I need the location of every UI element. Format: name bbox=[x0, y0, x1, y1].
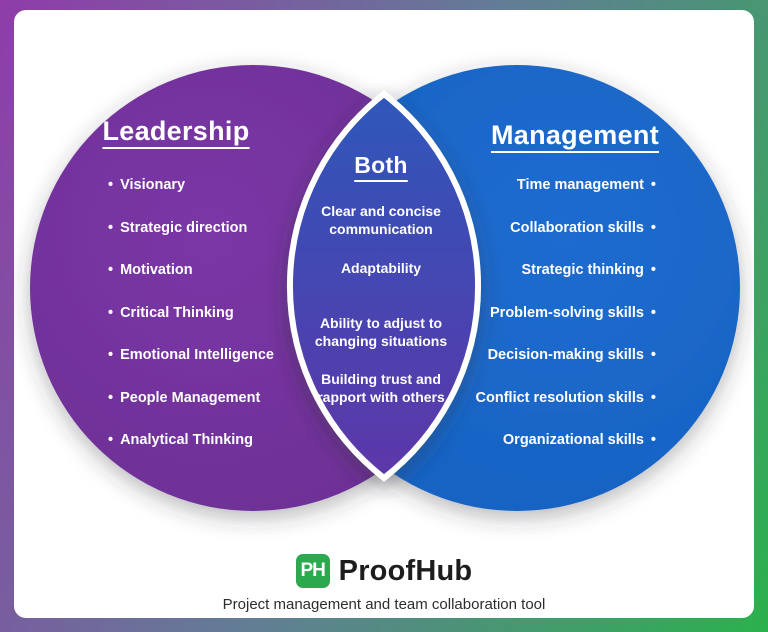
bullet-icon: • bbox=[650, 389, 656, 406]
list-item-label: People Management bbox=[120, 389, 261, 406]
venn-diagram bbox=[30, 65, 740, 511]
list-item: Time management • bbox=[476, 176, 656, 219]
bullet-icon: • bbox=[650, 432, 656, 448]
proofhub-logo-icon: PH bbox=[295, 554, 330, 588]
list-item: • Emotional Intelligence bbox=[108, 346, 274, 389]
bullet-icon: • bbox=[108, 389, 114, 406]
bullet-icon: • bbox=[650, 347, 656, 363]
footer: PH ProofHub Project management and team … bbox=[14, 554, 754, 613]
list-item: Decision-making skills • bbox=[476, 346, 656, 389]
list-item-label: Conflict resolution skills bbox=[475, 389, 644, 406]
bullet-icon: • bbox=[108, 432, 114, 448]
list-item-label: Problem-solving skills bbox=[490, 304, 644, 321]
bullet-icon: • bbox=[650, 262, 656, 278]
list-item-label: Strategic direction bbox=[120, 219, 248, 236]
management-list: Time management • Collaboration skills • S… bbox=[476, 176, 656, 474]
list-item-label: Strategic thinking bbox=[521, 262, 644, 278]
list-item-label: Organizational skills bbox=[502, 432, 644, 448]
list-item-label: Motivation bbox=[120, 262, 193, 278]
both-item: Building trust and rapport with others bbox=[317, 371, 445, 405]
bullet-icon: • bbox=[650, 177, 656, 193]
list-item-label: Emotional Intelligence bbox=[120, 347, 274, 363]
list-item: • Critical Thinking bbox=[108, 304, 274, 347]
brand-name: ProofHub bbox=[338, 554, 473, 587]
bullet-icon: • bbox=[108, 177, 114, 193]
bullet-icon: • bbox=[108, 219, 114, 236]
logo-letters: PH bbox=[300, 560, 325, 581]
list-item: Organizational skills • bbox=[476, 431, 656, 474]
leadership-heading: Leadership bbox=[102, 116, 250, 146]
tagline: Project management and team collaboratio… bbox=[222, 596, 546, 613]
bullet-icon: • bbox=[650, 304, 656, 321]
both-heading: Both bbox=[354, 152, 408, 178]
both-item: Clear and concise communication bbox=[321, 203, 441, 237]
list-item: • Motivation bbox=[108, 261, 274, 304]
list-item: • People Management bbox=[108, 389, 274, 432]
list-item-label: Visionary bbox=[120, 177, 186, 193]
list-item-label: Time management bbox=[516, 177, 644, 193]
brand-row: PH ProofHub bbox=[14, 554, 754, 588]
list-item-label: Analytical Thinking bbox=[120, 432, 254, 448]
bullet-icon: • bbox=[108, 347, 114, 363]
bullet-icon: • bbox=[108, 262, 114, 278]
content-card: Leadership Management Both •Visionary •S… bbox=[14, 10, 754, 618]
list-item: Problem-solving skills • bbox=[476, 304, 656, 347]
list-item: Collaboration skills • bbox=[476, 219, 656, 262]
list-item: Strategic thinking • bbox=[476, 261, 656, 304]
management-heading: Management bbox=[490, 120, 660, 150]
bullet-icon: • bbox=[650, 219, 656, 236]
both-lens bbox=[287, 90, 481, 482]
both-item: Ability to adjust to changing situations bbox=[314, 315, 448, 349]
list-item-label: Collaboration skills bbox=[510, 219, 644, 236]
leadership-list: • Visionary • Strategic direction • Motivat… bbox=[108, 176, 274, 474]
both-item: Adaptability bbox=[340, 260, 422, 276]
list-item: • Analytical Thinking bbox=[108, 431, 274, 474]
list-item: Conflict resolution skills • bbox=[476, 389, 656, 432]
bullet-icon: • bbox=[108, 304, 114, 321]
list-item: • Strategic direction bbox=[108, 219, 274, 262]
list-item-label: Critical Thinking bbox=[120, 304, 234, 321]
list-item-label: Decision-making skills bbox=[487, 347, 644, 363]
list-item: • Visionary bbox=[108, 176, 274, 219]
